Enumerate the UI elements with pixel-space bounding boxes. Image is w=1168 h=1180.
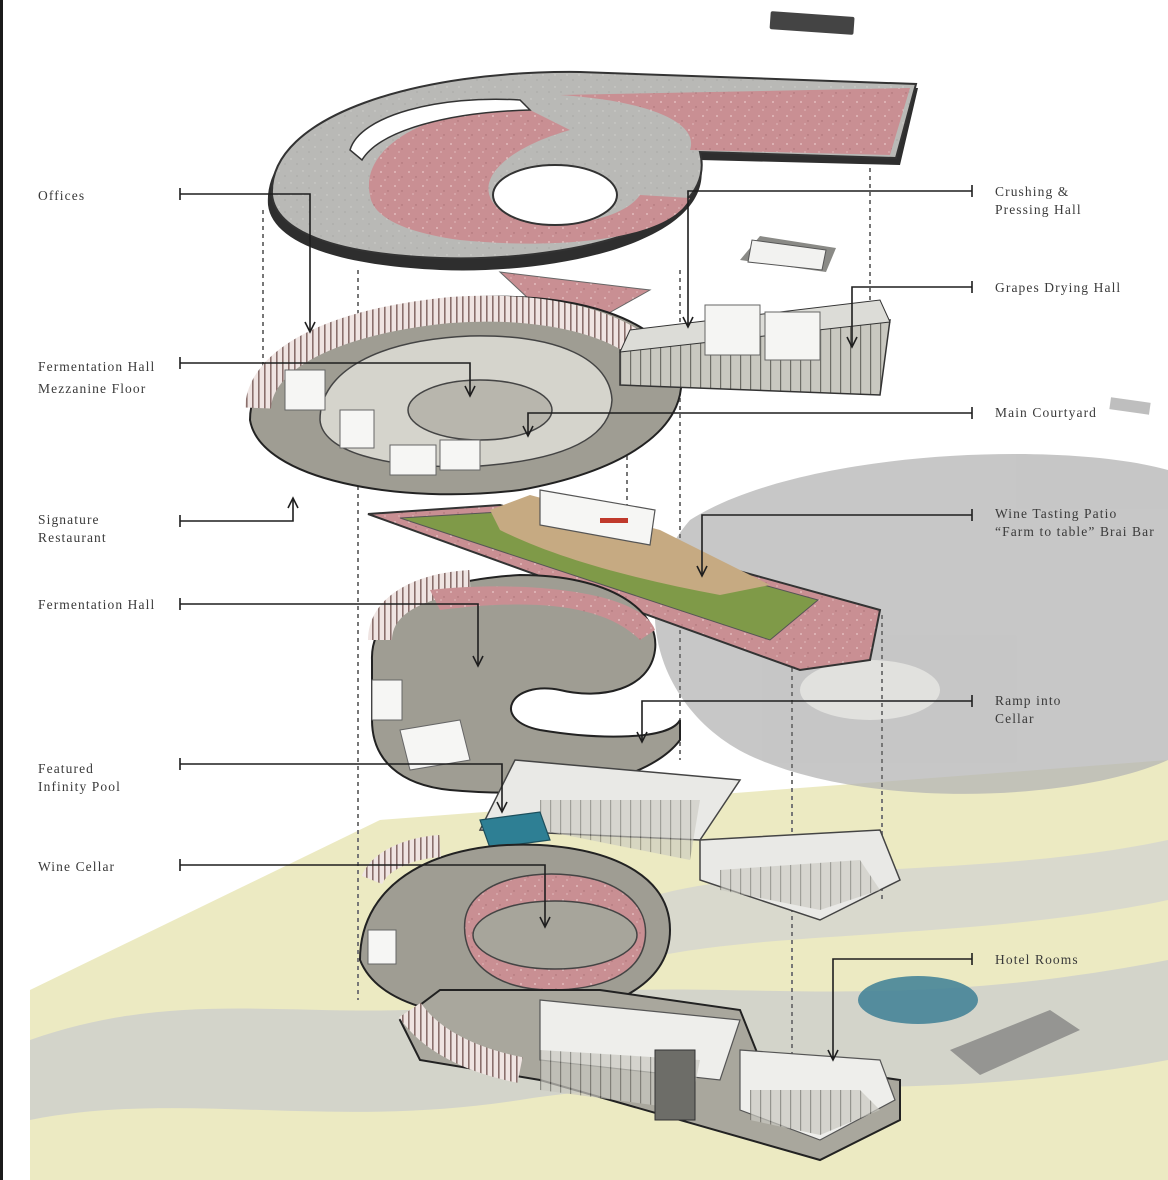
label-hotel-rooms: Hotel Rooms bbox=[995, 952, 1079, 967]
roof-shadow bbox=[654, 397, 1168, 794]
leader-wine-cellar bbox=[179, 859, 551, 929]
leader-wine-tasting bbox=[696, 509, 973, 578]
label-ramp-into-cellar: Ramp into Cellar bbox=[995, 693, 1062, 726]
label-grapes-drying-hall: Grapes Drying Hall bbox=[995, 280, 1122, 295]
label-fermentation-hall: Fermentation Hall bbox=[38, 597, 156, 612]
mezzanine-floor bbox=[245, 271, 891, 496]
frame-edge bbox=[0, 0, 3, 1180]
leader-fermentation-mezz bbox=[179, 357, 476, 398]
leader-main-courtyard bbox=[522, 407, 973, 438]
hotel-wing-upper bbox=[478, 759, 901, 921]
leader-hotel-rooms bbox=[827, 953, 973, 1062]
wine-tasting-patio bbox=[367, 489, 882, 672]
leader-lines bbox=[179, 185, 973, 1062]
label-wine-tasting-patio: Wine Tasting Patio “Farm to table” Brai … bbox=[995, 506, 1155, 539]
label-offices: Offices bbox=[38, 188, 86, 203]
leader-fermentation-hall bbox=[179, 598, 484, 668]
fermentation-hall-level bbox=[368, 570, 681, 794]
hotel-wing-lower bbox=[398, 989, 901, 1162]
leader-ramp bbox=[636, 695, 973, 744]
leader-infinity-pool bbox=[179, 758, 508, 814]
label-wine-cellar: Wine Cellar bbox=[38, 859, 116, 874]
label-fermentation-mezzanine: Fermentation Hall Mezzanine Floor bbox=[38, 359, 156, 396]
label-crushing-pressing-hall: Crushing & Pressing Hall bbox=[995, 184, 1082, 217]
label-main-courtyard: Main Courtyard bbox=[995, 405, 1098, 420]
leader-grapes-drying bbox=[846, 281, 973, 349]
offices-roof-slab bbox=[267, 11, 918, 271]
office-box bbox=[740, 236, 836, 272]
label-signature-restaurant: Signature Restaurant bbox=[38, 512, 107, 545]
leader-signature-restaurant bbox=[179, 496, 299, 527]
label-featured-infinity-pool: Featured Infinity Pool bbox=[38, 761, 121, 794]
leader-offices bbox=[179, 188, 316, 334]
leader-crushing bbox=[682, 185, 973, 329]
